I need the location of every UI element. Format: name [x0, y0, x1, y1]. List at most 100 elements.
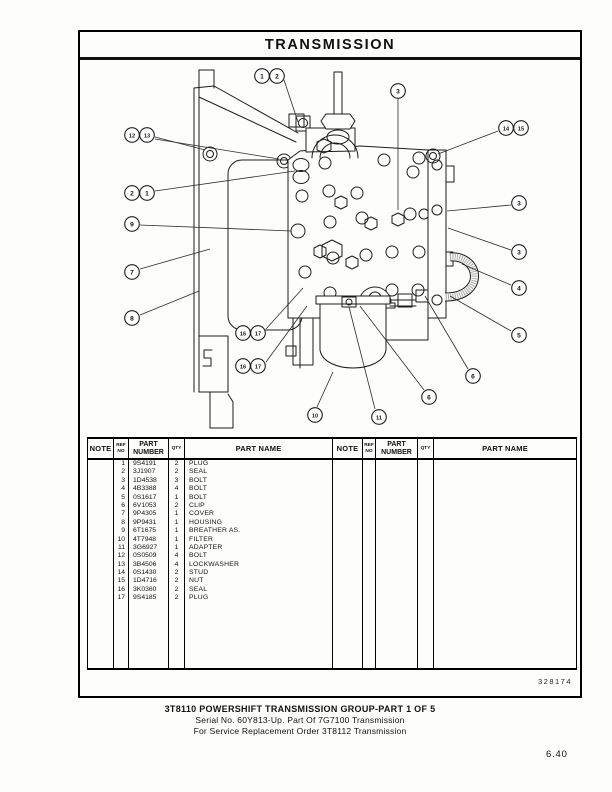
cell-qty: 1	[174, 535, 179, 543]
cell-part_number: 0S0509	[133, 552, 157, 560]
cell-part_number: 9P9431	[133, 518, 157, 526]
callout-6: 6	[465, 368, 481, 384]
callout-16: 16	[235, 325, 251, 341]
callout-number: 17	[255, 331, 261, 337]
page-number: 6.40	[546, 749, 568, 760]
cell-part_number: 9S4185	[133, 594, 157, 602]
cell-note	[88, 510, 113, 518]
cell-note	[88, 519, 113, 527]
header-part-line2: NUMBER	[133, 448, 164, 456]
column-qty	[418, 460, 434, 668]
header-ref-line1: REF	[364, 443, 374, 449]
callout-circle-icon	[307, 407, 323, 423]
callout-10: 10	[307, 407, 323, 423]
leader-line	[359, 305, 425, 391]
leader-line	[449, 295, 512, 332]
leader-line	[265, 287, 304, 330]
cell-note	[88, 494, 113, 502]
callout-circle-icon	[371, 409, 387, 425]
header-ref-line1: REF	[116, 443, 126, 449]
callout-number: 3	[517, 249, 521, 256]
cell-qty: 2	[174, 501, 179, 509]
cell-ref: 17	[117, 594, 125, 602]
callout-2: 2	[269, 68, 285, 84]
cell-part_number: 9P4305	[133, 510, 157, 518]
leader-line	[139, 224, 292, 232]
header-part-line1: PART	[139, 441, 158, 448]
callout-16: 16	[235, 358, 251, 374]
cell-part_name: PLUG	[189, 460, 209, 467]
column-note	[88, 460, 114, 668]
callout-9: 9	[124, 216, 140, 232]
callout-6: 6	[421, 389, 437, 405]
table-header-left: NOTE REF NO PART NUMBER QTY PART NAME	[88, 439, 332, 460]
cell-note	[88, 468, 113, 476]
cell-part_number: 0S1430	[133, 569, 157, 577]
title-band: TRANSMISSION	[80, 32, 580, 60]
cell-ref: 1	[121, 460, 125, 467]
callout-8: 8	[124, 310, 140, 326]
cell-part_number: 3G6927	[133, 543, 158, 551]
callout-4: 4	[511, 280, 527, 296]
cell-qty: 1	[174, 543, 179, 551]
cell-ref: 13	[117, 560, 125, 568]
callout-number: 6	[427, 394, 431, 401]
cell-qty: 1	[174, 493, 179, 501]
leader-line	[283, 79, 299, 123]
callout-circle-icon	[511, 327, 527, 343]
header-note: NOTE	[89, 444, 112, 453]
cell-part_name: CLIP	[189, 501, 205, 509]
cell-qty: 2	[174, 468, 179, 476]
footer-caption: 3T8110 POWERSHIFT TRANSMISSION GROUP-PAR…	[47, 704, 553, 736]
cell-ref: 8	[121, 518, 125, 526]
callout-13: 13	[139, 127, 155, 143]
cell-qty: 4	[174, 552, 179, 560]
callout-number: 4	[517, 285, 521, 292]
cell-qty: 2	[174, 460, 179, 467]
callout-number: 16	[240, 331, 246, 337]
callout-number: 1	[260, 73, 264, 80]
cell-part_name: HOUSING	[189, 518, 223, 526]
callout-circle-icon	[250, 325, 266, 341]
footer-service: For Service Replacement Order 3T8112 Tra…	[193, 726, 407, 736]
cell-part_name: BOLT	[189, 476, 208, 484]
cell-ref: 12	[117, 552, 125, 560]
header-part-line1: PART	[387, 441, 406, 448]
cell-note	[88, 477, 113, 485]
breather-hose	[389, 252, 479, 308]
cell-note	[88, 527, 113, 535]
leader-line	[154, 136, 206, 151]
cell-ref: 3	[121, 476, 125, 484]
callout-circle-icon	[124, 310, 140, 326]
cell-part_name: PLUG	[189, 594, 209, 602]
cell-part_number: 3K0360	[133, 585, 157, 593]
callout-number: 7	[130, 269, 134, 276]
column-part-name	[434, 460, 576, 668]
column-part-number	[376, 460, 418, 668]
oil-filter	[315, 295, 391, 369]
cell-part_name: LOCKWASHER	[189, 560, 240, 568]
cell-note	[88, 594, 113, 602]
cell-part_name: SEAL	[189, 468, 208, 476]
header-part-name: PART NAME	[482, 444, 528, 453]
cell-part_name: BOLT	[189, 552, 208, 560]
cell-part_name: STUD	[189, 569, 209, 577]
callout-circle-icon	[465, 368, 481, 384]
callout-circle-icon	[511, 280, 527, 296]
cell-part_number: 6V1053	[133, 501, 157, 509]
callout-circle-icon	[421, 389, 437, 405]
cell-part_name: BOLT	[189, 485, 208, 493]
cell-qty: 1	[174, 527, 179, 535]
cell-part_name: NUT	[189, 577, 204, 585]
drawing-number: 328174	[538, 677, 573, 686]
callout-14: 14	[498, 120, 514, 136]
cell-part_number: 6T1675	[133, 527, 157, 535]
cell-part_number: 1D4716	[133, 577, 157, 585]
cell-ref: 11	[117, 543, 125, 551]
leader-line	[139, 290, 200, 316]
header-ref-line2: NO	[365, 448, 373, 454]
leader-line	[447, 227, 512, 251]
